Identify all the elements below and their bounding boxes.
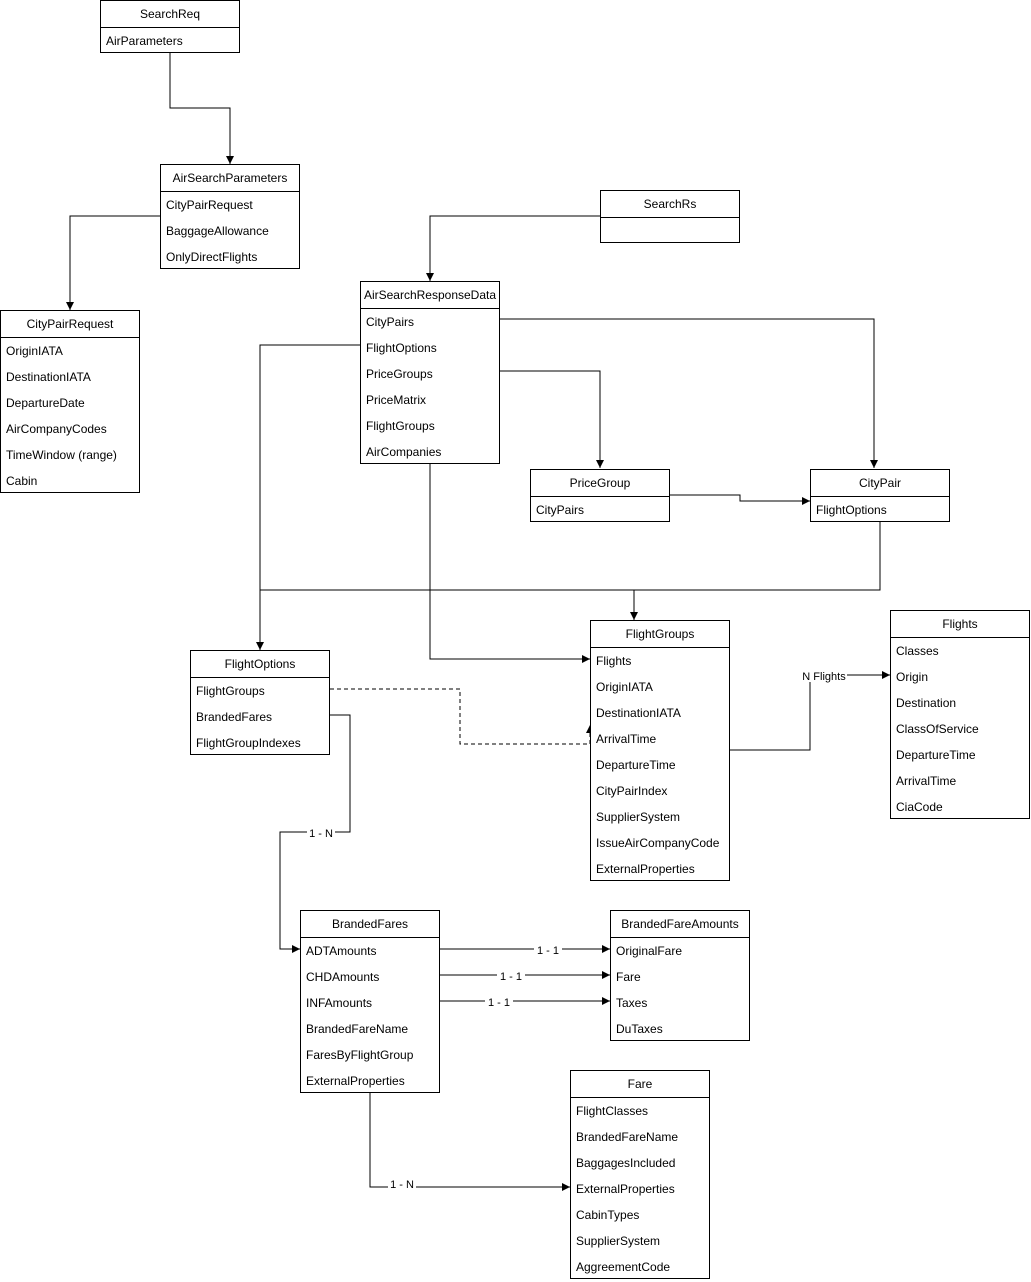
entity-field: BaggageAllowance: [166, 224, 269, 238]
entity-field: ExternalProperties: [306, 1074, 405, 1088]
entity-field: Destination: [896, 696, 957, 710]
entity-title: CityPairRequest: [1, 311, 139, 338]
entity-field: ClassOfService: [896, 722, 979, 736]
entity-field: PriceGroups: [366, 367, 433, 381]
entity-field: OriginIATA: [596, 680, 653, 694]
entity-field: CityPairs: [366, 315, 415, 329]
entity-field: FlightGroups: [196, 684, 265, 698]
entity-title: AirSearchParameters: [161, 165, 299, 192]
entity-field: ArrivalTime: [896, 774, 957, 788]
entity-field: AggreementCode: [576, 1260, 671, 1274]
entity-field: IssueAirCompanyCode: [596, 836, 720, 850]
entity-field: DestinationIATA: [6, 370, 91, 384]
entity-field: Flights: [596, 654, 632, 668]
entity-field: AirCompanyCodes: [6, 422, 107, 436]
entity-field: Cabin: [6, 474, 38, 488]
entity-title: SearchRs: [601, 191, 739, 218]
entity-field: FlightGroupIndexes: [196, 736, 301, 750]
edge-pricegroup-to-citypair: [670, 494, 810, 505]
edge-label-adt: 1 - 1: [537, 945, 559, 957]
entity-field: ExternalProperties: [596, 862, 695, 876]
entity-title: BrandedFareAmounts: [611, 911, 749, 938]
edge-flightoptions-to-flightoptions-entity: [256, 344, 360, 650]
entity-field: DuTaxes: [616, 1022, 663, 1036]
entity-field: FlightGroups: [366, 419, 435, 433]
entity-field: INFAmounts: [306, 996, 373, 1010]
edge-searchreq-to-airsearchparameters: [169, 52, 234, 164]
entity-field: ADTAmounts: [306, 944, 377, 958]
entity-field: DepartureTime: [596, 758, 676, 772]
entity-field: FlightOptions: [816, 503, 887, 517]
edge-label-n-flights: N Flights: [802, 671, 846, 683]
edge-label-inf: 1 - 1: [488, 997, 510, 1009]
entity-field: Origin: [896, 670, 929, 684]
edge-citypair-to-flightoptions: [260, 521, 881, 591]
edge-flightgroups-to-flights: [730, 671, 890, 751]
entity-field: BrandedFareName: [576, 1130, 679, 1144]
edge-flightoptions-to-flightgroups-dashed: [330, 688, 594, 745]
entity-field: ArrivalTime: [596, 732, 657, 746]
entity-title: CityPair: [811, 470, 949, 497]
entity-field: SupplierSystem: [576, 1234, 661, 1248]
entity-field: CiaCode: [896, 800, 943, 814]
entity-title: PriceGroup: [531, 470, 669, 497]
entity-title: BrandedFares: [301, 911, 439, 938]
entity-field: FlightClasses: [576, 1104, 649, 1118]
edge-pricegroups-to-pricegroup: [500, 370, 604, 468]
entity-field: FaresByFlightGroup: [306, 1048, 414, 1062]
edge-searchrs-to-airsearchresponsedata: [426, 215, 600, 281]
entity-field: OriginIATA: [6, 344, 63, 358]
edge-brandedfares-to-fare: [369, 1092, 570, 1191]
entity-title: AirSearchResponseData: [361, 282, 499, 309]
entity-title: Fare: [571, 1071, 709, 1098]
entity-field: Fare: [616, 970, 641, 984]
edge-airsearchparameters-to-citypairrequest: [66, 215, 160, 310]
entity-field: CityPairs: [536, 503, 585, 517]
entity-field: CityPairRequest: [166, 198, 253, 212]
entity-field: DestinationIATA: [596, 706, 681, 720]
entity-field: CityPairIndex: [596, 784, 668, 798]
entity-field: AirCompanies: [366, 445, 442, 459]
entity-field: CabinTypes: [576, 1208, 640, 1222]
entity-field: DepartureTime: [896, 748, 976, 762]
entity-title: FlightOptions: [191, 651, 329, 678]
entity-field: BrandedFares: [196, 710, 273, 724]
entity-field: PriceMatrix: [366, 393, 427, 407]
entity-field: FlightOptions: [366, 341, 437, 355]
entity-field: Classes: [896, 644, 939, 658]
entity-field: Taxes: [616, 996, 648, 1010]
entity-field: BaggagesIncluded: [576, 1156, 676, 1170]
entity-title: FlightGroups: [591, 621, 729, 648]
entity-title: Flights: [891, 611, 1029, 638]
entity-field: TimeWindow (range): [6, 448, 117, 462]
entity-field: OnlyDirectFlights: [166, 250, 258, 264]
edge-label-flightoptions-brandedfares: 1 - N: [309, 828, 333, 840]
entity-field: CHDAmounts: [306, 970, 380, 984]
edge-label-brandedfares-fare: 1 - N: [390, 1179, 414, 1191]
entity-field: ExternalProperties: [576, 1182, 675, 1196]
edge-citypairs-to-citypair: [500, 318, 878, 468]
entity-searchrs: SearchRs: [600, 190, 740, 243]
entity-field: AirParameters: [106, 34, 183, 48]
entity-field: OriginalFare: [616, 944, 683, 958]
entity-field: BrandedFareName: [306, 1022, 409, 1036]
edge-label-chd: 1 - 1: [500, 971, 522, 983]
entity-field: DepartureDate: [6, 396, 85, 410]
entity-field: SupplierSystem: [596, 810, 681, 824]
entity-title: SearchReq: [101, 1, 239, 28]
